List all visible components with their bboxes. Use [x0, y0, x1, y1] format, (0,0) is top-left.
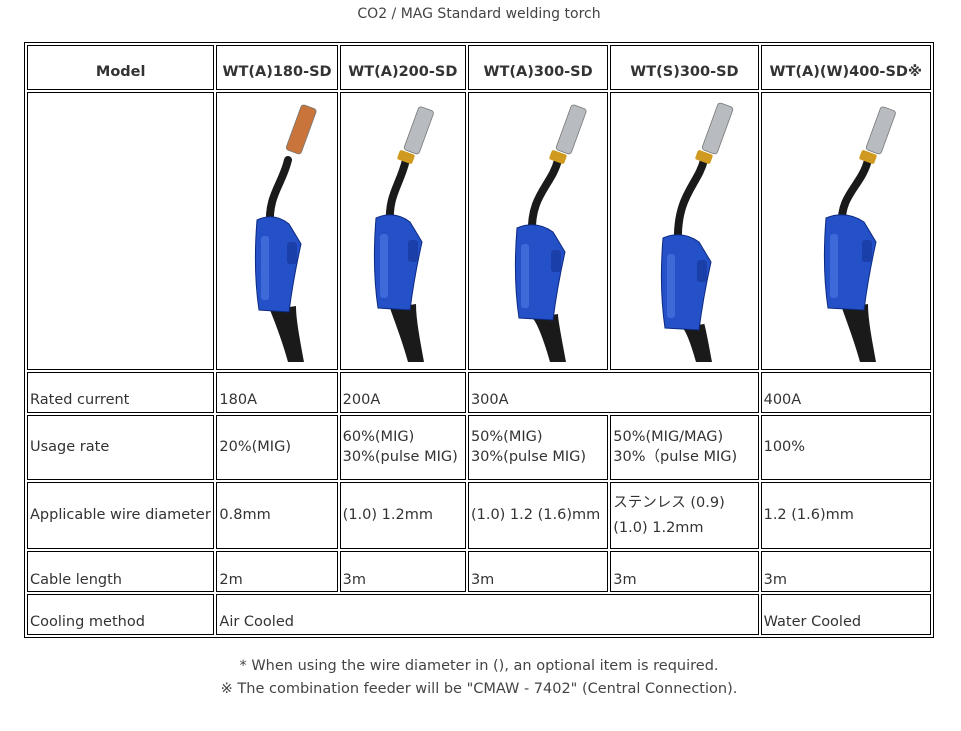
- rated-current-180: 180A: [216, 372, 338, 413]
- cable-length-300a: 3m: [467, 551, 609, 593]
- header-model-200: WT(A)200-SD: [339, 45, 466, 90]
- header-model-label: Model: [27, 45, 215, 90]
- cable-length-180: 2m: [216, 551, 338, 593]
- ring-shape: [859, 150, 877, 164]
- wire-diameter-200: (1.0) 1.2mm: [339, 482, 466, 550]
- spec-table: Model WT(A)180-SD WT(A)200-SD WT(A)300-S…: [24, 42, 934, 638]
- usage-rate-300a: 50%(MIG) 30%(pulse MIG): [467, 414, 609, 481]
- cooling-method-water: Water Cooled: [760, 594, 931, 635]
- trigger-shape: [407, 239, 418, 262]
- cable-length-row: Cable length 2m 3m 3m 3m 3m: [27, 551, 931, 593]
- wire-diameter-300a: (1.0) 1.2 (1.6)mm: [467, 482, 609, 550]
- neck-shape: [528, 155, 563, 238]
- welding-torch-300a-icon: [515, 104, 587, 362]
- cable-length-300s: 3m: [610, 551, 759, 593]
- handle-highlight-shape: [261, 235, 270, 300]
- welding-torch-300s-icon: [661, 102, 734, 362]
- rated-current-200: 200A: [339, 372, 466, 413]
- footnote-optional-item: * When using the wire diameter in (), an…: [239, 658, 719, 674]
- ring-shape: [549, 150, 567, 164]
- usage-rate-300s-line1: 50%(MIG/MAG): [613, 428, 724, 445]
- usage-rate-200: 60%(MIG) 30%(pulse MIG): [339, 414, 466, 481]
- wire-diameter-label: Applicable wire diameter: [27, 482, 215, 550]
- usage-rate-400: 100%: [760, 414, 931, 481]
- welding-torch-180-icon: [254, 104, 317, 362]
- welding-torch-400-icon: [823, 106, 896, 362]
- rated-current-300: 300A: [467, 372, 759, 413]
- nozzle-shape: [403, 106, 434, 155]
- cable-length-400: 3m: [760, 551, 931, 593]
- usage-rate-300s: 50%(MIG/MAG) 30%（pulse MIG): [610, 414, 759, 481]
- handle-highlight-shape: [829, 233, 838, 298]
- image-row-empty-cell: [27, 91, 215, 371]
- usage-rate-200-line2: 30%(pulse MIG): [342, 448, 458, 465]
- trigger-shape: [861, 239, 872, 262]
- footnotes: * When using the wire diameter in (), an…: [0, 655, 958, 701]
- usage-rate-180: 20%(MIG): [216, 414, 338, 481]
- cooling-method-label: Cooling method: [27, 594, 215, 635]
- usage-rate-300a-line2: 30%(pulse MIG): [470, 448, 587, 465]
- page-caption: CO2 / MAG Standard welding torch: [357, 6, 601, 22]
- rated-current-400: 400A: [760, 372, 931, 413]
- trigger-shape: [287, 241, 298, 264]
- header-row: Model WT(A)180-SD WT(A)200-SD WT(A)300-S…: [27, 45, 931, 90]
- wire-diameter-300s-line1: ステンレス (0.9): [613, 495, 725, 512]
- header-model-180: WT(A)180-SD: [216, 45, 338, 90]
- ring-shape: [397, 150, 415, 164]
- cable-shape: [389, 303, 424, 362]
- nozzle-shape: [556, 104, 587, 155]
- cooling-method-air: Air Cooled: [216, 594, 759, 635]
- cable-shape: [841, 303, 876, 362]
- header-model-400: WT(A)(W)400-SD※: [760, 45, 931, 90]
- nozzle-shape: [285, 104, 317, 155]
- torch-image-cell-200: [339, 91, 466, 371]
- cable-shape: [678, 323, 713, 362]
- image-row: [27, 91, 931, 371]
- header-model-300a: WT(A)300-SD: [467, 45, 609, 90]
- rated-current-row: Rated current 180A 200A 300A 400A: [27, 372, 931, 413]
- handle-highlight-shape: [379, 233, 388, 298]
- usage-rate-300a-line1: 50%(MIG): [470, 428, 543, 445]
- cable-length-200: 3m: [339, 551, 466, 593]
- handle-highlight-shape: [667, 253, 676, 318]
- wire-diameter-row: Applicable wire diameter 0.8mm (1.0) 1.2…: [27, 482, 931, 550]
- neck-shape: [837, 155, 872, 228]
- trigger-shape: [551, 249, 562, 272]
- usage-rate-300s-line2: 30%（pulse MIG): [613, 448, 738, 465]
- welding-torch-200-icon: [373, 106, 434, 362]
- torch-image-cell-400: [760, 91, 931, 371]
- neck-shape: [265, 155, 293, 230]
- cooling-method-row: Cooling method Air Cooled Water Cooled: [27, 594, 931, 635]
- cable-shape: [532, 313, 567, 362]
- handle-highlight-shape: [521, 243, 530, 308]
- rated-current-label: Rated current: [27, 372, 215, 413]
- torch-image-cell-180: [216, 91, 338, 371]
- cable-length-label: Cable length: [27, 551, 215, 593]
- trigger-shape: [697, 259, 708, 282]
- usage-rate-200-line1: 60%(MIG): [342, 428, 415, 445]
- torch-image-cell-300a: [467, 91, 609, 371]
- wire-diameter-400: 1.2 (1.6)mm: [760, 482, 931, 550]
- wire-diameter-300s-line2: (1.0) 1.2mm: [613, 519, 704, 536]
- usage-rate-row: Usage rate 20%(MIG) 60%(MIG) 30%(pulse MI…: [27, 414, 931, 481]
- ring-shape: [695, 150, 714, 164]
- usage-rate-label: Usage rate: [27, 414, 215, 481]
- nozzle-shape: [702, 102, 734, 155]
- nozzle-shape: [865, 106, 896, 155]
- torch-image-cell-300s: [610, 91, 759, 371]
- header-model-300s: WT(S)300-SD: [610, 45, 759, 90]
- wire-diameter-180: 0.8mm: [216, 482, 338, 550]
- neck-shape: [674, 155, 709, 248]
- cable-shape: [270, 305, 305, 362]
- wire-diameter-300s: ステンレス (0.9) (1.0) 1.2mm: [610, 482, 759, 550]
- footnote-feeder: ※ The combination feeder will be "CMAW -…: [220, 681, 738, 697]
